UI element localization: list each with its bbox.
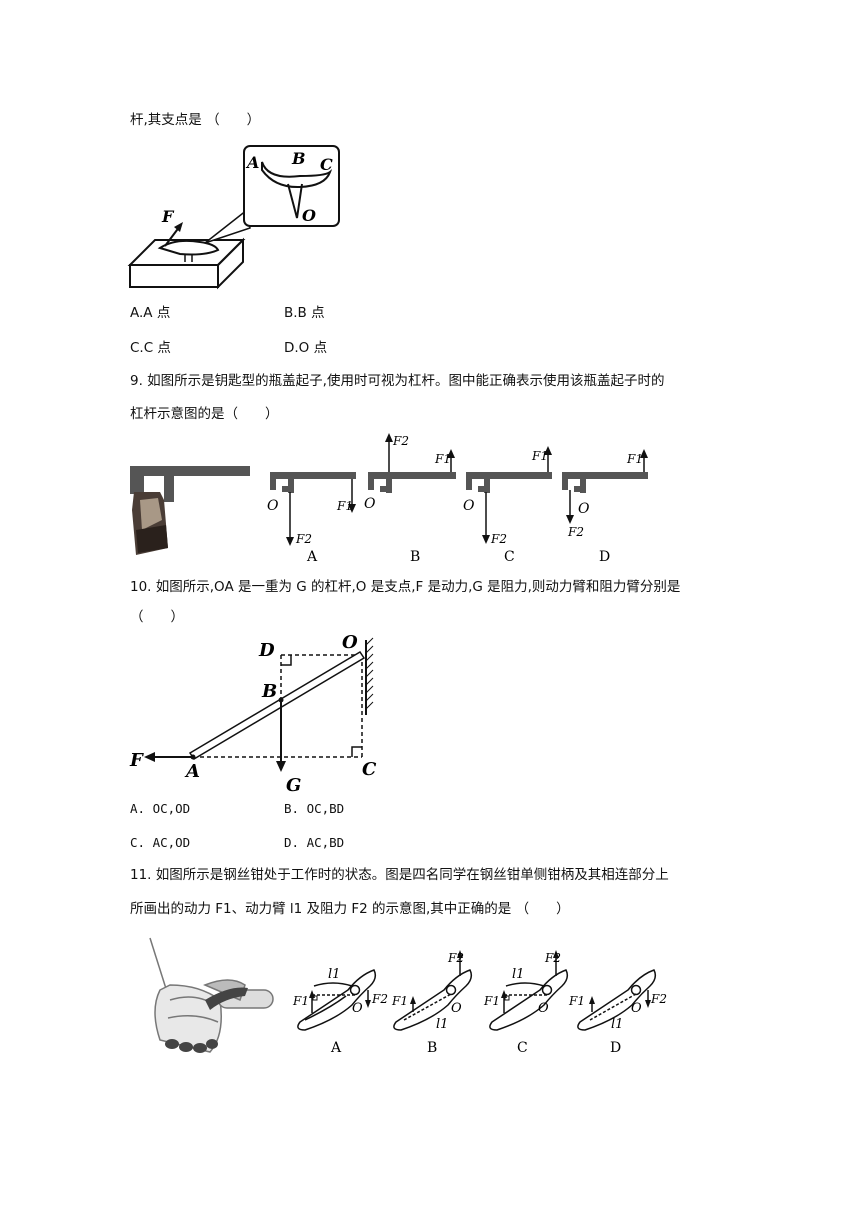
q10-option-c[interactable]: C. AC,OD [130, 835, 191, 850]
q9-stem-line2: 杠杆示意图的是（ ） [130, 406, 279, 422]
q9-a-label-F2: F2 [295, 532, 312, 546]
q9-stem-line1: 9. 如图所示是钥匙型的瓶盖起子,使用时可视为杠杆。图中能正确表示使用该瓶盖起子… [130, 373, 665, 389]
q11-a-label-l1: l1 [328, 967, 340, 982]
q9-caption-d: D [599, 549, 610, 565]
q10-label-F: F [129, 750, 144, 771]
q11-a-label-F1: F1 [292, 994, 309, 1008]
q10-option-d[interactable]: D. AC,BD [284, 835, 345, 850]
q11-stem-line1: 11. 如图所示是钢丝钳处于工作时的状态。图是四名同学在钢丝钳单侧钳柄及其相连部… [130, 867, 669, 883]
q11-stem-line2: 所画出的动力 F1、动力臂 l1 及阻力 F2 的示意图,其中正确的是 （ ） [130, 901, 570, 917]
q9-b-label-F1: F1 [434, 452, 451, 466]
q9-c-label-O: O [463, 498, 475, 514]
q8-option-c[interactable]: C.C 点 [130, 340, 171, 356]
q11-caption-c: C [517, 1040, 528, 1056]
q9-d-label-F2: F2 [567, 525, 584, 539]
q10-stem-line2: （ ） [130, 609, 184, 625]
q10-label-D: D [258, 640, 275, 661]
q11-d-label-F1: F1 [568, 994, 585, 1008]
q8-option-d[interactable]: D.O 点 [284, 340, 328, 356]
q9-b-label-F2: F2 [392, 434, 409, 448]
q11-c-label-l1: l1 [512, 967, 524, 982]
q11-d-label-O: O [631, 1001, 642, 1016]
q8-stem-tail: 杆,其支点是 （ ） [130, 112, 261, 128]
q9-a-label-O: O [267, 498, 279, 514]
q11-caption-b: B [427, 1040, 437, 1056]
q9-d-label-O: O [578, 501, 590, 517]
q11-b-label-F1: F1 [391, 994, 408, 1008]
q9-c-label-F1: F1 [531, 449, 548, 463]
q9-caption-a: A [306, 549, 318, 565]
q11-c-label-O: O [538, 1001, 549, 1016]
q11-a-label-F2: F2 [371, 992, 388, 1006]
q11-d-label-l1: l1 [611, 1017, 623, 1032]
q9-c-label-F2: F2 [490, 532, 507, 546]
q11-a-label-O: O [352, 1001, 363, 1016]
q10-option-b[interactable]: B. OC,BD [284, 801, 345, 816]
q11-d-label-F2: F2 [650, 992, 667, 1006]
q8-label-B: B [291, 149, 306, 168]
q9-caption-c: C [504, 549, 515, 565]
q11-b-label-F2: F2 [447, 951, 464, 965]
q10-label-A: A [184, 761, 200, 782]
q9-d-label-F1: F1 [626, 452, 643, 466]
q11-c-label-F1: F1 [483, 994, 500, 1008]
q8-label-A: A [245, 153, 259, 172]
q8-label-F: F [161, 207, 175, 226]
q8-option-a[interactable]: A.A 点 [130, 305, 171, 321]
q11-c-label-F2: F2 [544, 951, 561, 965]
q11-caption-a: A [330, 1040, 342, 1056]
q8-label-C: C [320, 155, 333, 174]
q10-label-O: O [342, 632, 358, 653]
q11-diagram-a [297, 969, 377, 1031]
q11-caption-d: D [610, 1040, 621, 1056]
q8-option-b[interactable]: B.B 点 [284, 305, 325, 321]
q9-a-label-F1: F1 [336, 499, 353, 513]
q10-label-C: C [362, 759, 377, 780]
q10-option-a[interactable]: A. OC,OD [130, 801, 191, 816]
q11-b-label-O: O [451, 1001, 462, 1016]
q10-label-G: G [286, 775, 301, 796]
q11-b-label-l1: l1 [436, 1017, 448, 1032]
q9-diagram-a [270, 472, 356, 493]
q10-label-B: B [261, 681, 277, 702]
q9-b-label-O: O [364, 496, 376, 512]
q9-caption-b: B [410, 549, 420, 565]
q8-label-O: O [302, 206, 316, 225]
q10-stem-line1: 10. 如图所示,OA 是一重为 G 的杠杆,O 是支点,F 是动力,G 是阻力… [130, 579, 681, 595]
